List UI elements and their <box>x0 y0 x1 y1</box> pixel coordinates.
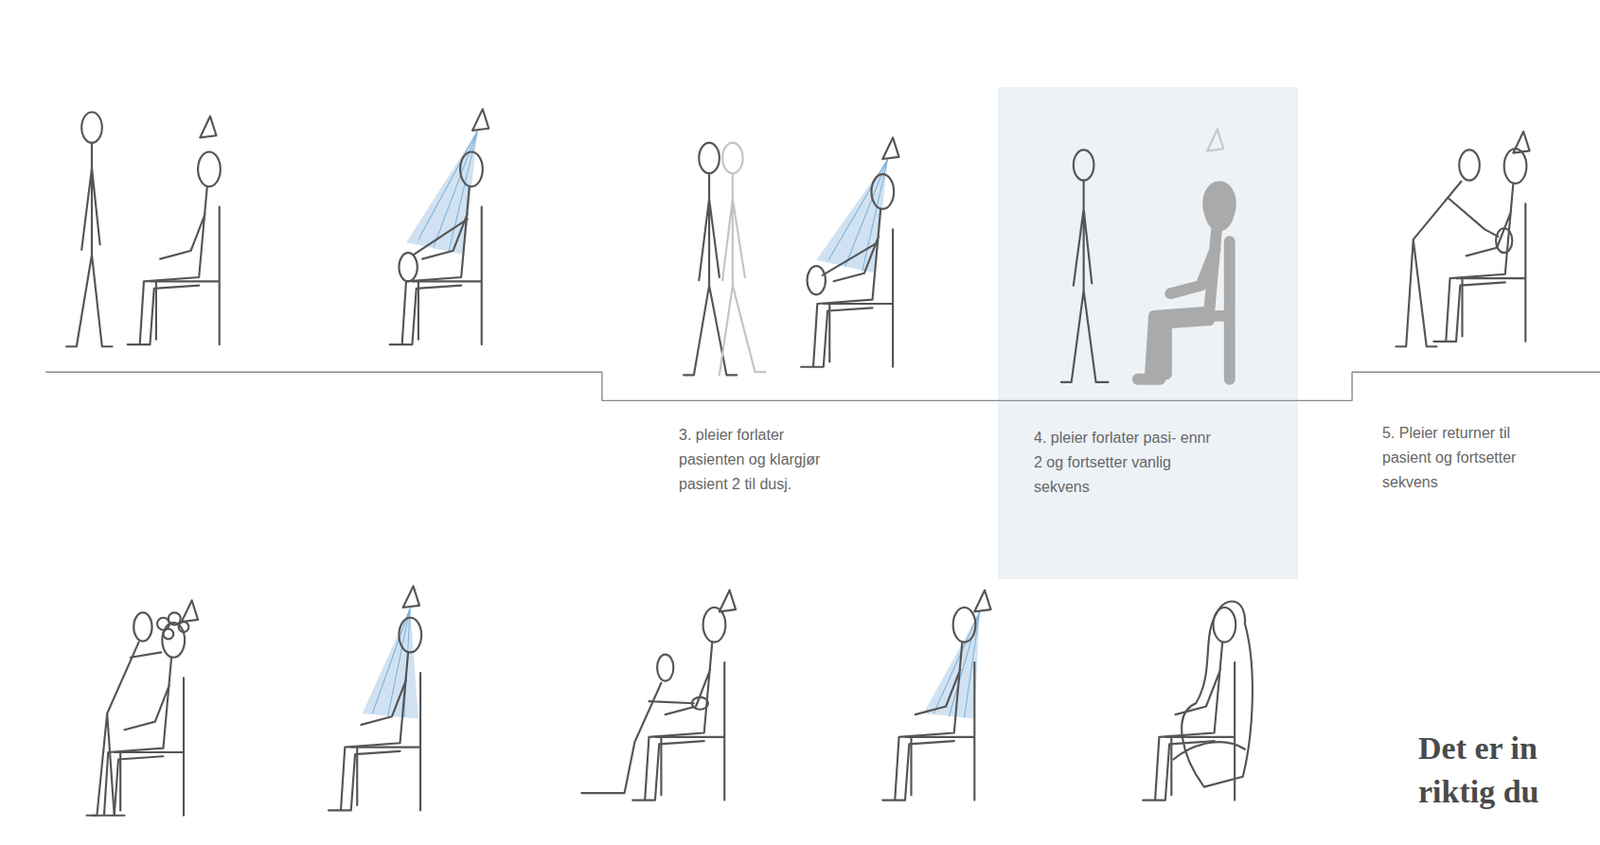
standing-carer <box>66 111 113 347</box>
kneeling-carer <box>657 655 674 682</box>
kneeling-carer <box>692 697 709 711</box>
bending-carer <box>1495 228 1512 253</box>
seated-patient <box>1142 607 1236 801</box>
shower-head <box>882 137 899 160</box>
step-caption: 5. Pleier returner til pasient og fortse… <box>1382 421 1563 496</box>
wash-glove <box>807 242 878 295</box>
standing-carer <box>1061 180 1109 383</box>
walking-carer-ghost <box>722 142 744 174</box>
walking-carer <box>683 142 737 376</box>
seated-patient <box>328 618 422 812</box>
standing-carer <box>1073 149 1095 180</box>
wash-glove <box>398 219 467 283</box>
shower-head <box>403 586 420 608</box>
wash-glove <box>398 252 417 282</box>
shampoo-foam <box>157 612 189 640</box>
shampoo-foam <box>178 622 190 633</box>
bending-carer <box>87 612 162 816</box>
timeline-baseline <box>46 372 1600 401</box>
walking-carer-ghost <box>719 173 766 375</box>
water-spray <box>816 159 888 274</box>
wash-glove <box>413 219 468 256</box>
water-spray <box>406 130 478 255</box>
shower-head <box>1512 131 1529 154</box>
bending-carer <box>1395 149 1512 347</box>
silhouette-head <box>1204 186 1235 232</box>
shower-head <box>472 108 489 131</box>
walking-carer <box>698 142 720 174</box>
shower-head-off <box>1207 129 1224 152</box>
seated-patient <box>800 174 894 368</box>
water-spray <box>418 130 479 251</box>
shampoo-foam <box>168 612 181 625</box>
step-caption: 4. pleier forlater pasi- ennr 2 og forts… <box>1033 426 1224 500</box>
shower-head <box>974 590 991 613</box>
water-spray <box>406 130 478 255</box>
walking-carer-ghost <box>719 142 766 376</box>
bending-carer <box>1395 181 1498 348</box>
seated-patient <box>91 622 185 817</box>
bending-carer <box>133 612 152 641</box>
walking-carer <box>683 173 737 375</box>
seated-patient <box>390 152 483 346</box>
standing-carer <box>66 142 113 347</box>
kneeling-carer <box>581 683 694 794</box>
standing-carer <box>81 111 103 143</box>
water-spray <box>828 159 889 271</box>
shampoo-foam <box>157 618 170 631</box>
seated-patient <box>882 607 976 801</box>
wash-glove <box>807 266 826 295</box>
waiting-patient-silhouette <box>1137 186 1231 380</box>
seated-patient <box>127 152 221 346</box>
step-caption: 3. pleier forlater pasienten og klargjør… <box>678 423 831 498</box>
shampoo-foam <box>162 629 174 640</box>
highlight-panel: 4. pleier forlater pasi- ennr 2 og forts… <box>997 87 1298 580</box>
water-spray <box>372 607 410 718</box>
shower-head <box>199 116 216 139</box>
water-spray <box>362 607 419 719</box>
wash-glove <box>822 242 878 275</box>
seated-patient <box>632 607 726 801</box>
heading-fragment: Det er in riktig du <box>1418 727 1584 815</box>
water-spray <box>923 611 979 719</box>
shower-head <box>181 600 198 623</box>
water-spray <box>933 611 980 718</box>
bending-carer <box>87 642 162 817</box>
shower-head <box>719 590 736 613</box>
kneeling-carer <box>581 655 709 794</box>
water-spray <box>923 611 979 719</box>
towel-wrap <box>1173 602 1252 788</box>
seated-patient <box>1433 148 1527 342</box>
bending-carer <box>1458 149 1480 180</box>
water-spray <box>816 159 888 274</box>
water-spray <box>362 607 419 719</box>
standing-carer <box>1061 149 1109 383</box>
